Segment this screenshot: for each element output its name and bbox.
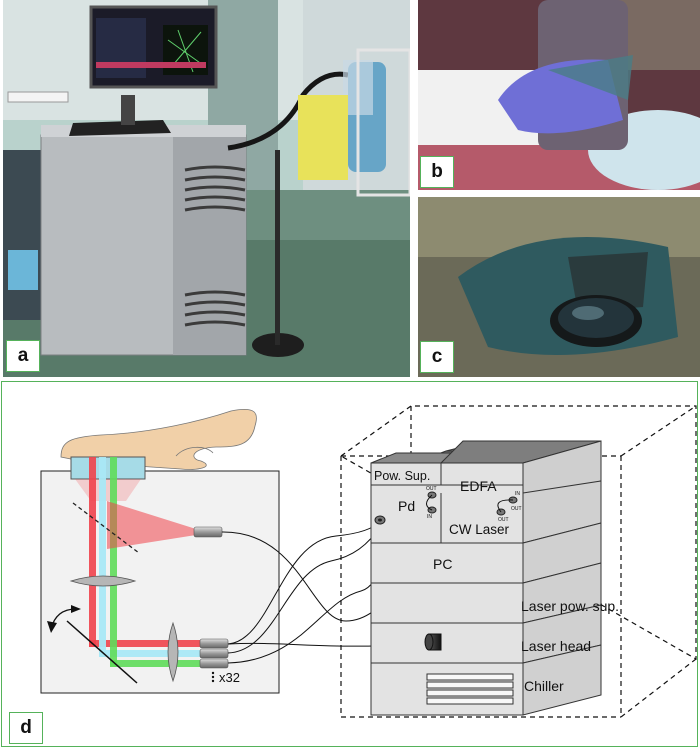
laser-loop-cable — [497, 499, 514, 513]
fiber-connectors — [199, 638, 229, 669]
port-label-out-3: OUT — [498, 517, 509, 523]
panel-label-c: c — [420, 341, 454, 373]
photo-c-illustration — [418, 197, 700, 377]
module-label-cw-laser: CW Laser — [449, 522, 510, 537]
module-label-pc: PC — [433, 556, 452, 572]
photoacoustic-light-fan — [107, 501, 196, 549]
cyan-beam — [99, 457, 201, 657]
port-label-out-2: OUT — [511, 506, 522, 512]
module-label-chiller: Chiller — [524, 678, 564, 694]
schematic-panel: x32 — [1, 381, 698, 747]
red-beam — [89, 457, 201, 647]
panel-label-d: d — [9, 712, 43, 744]
photo-b-illustration — [418, 0, 700, 190]
panel-label-b: b — [420, 156, 454, 188]
module-label-power-supply: Pow. Sup. — [374, 469, 430, 483]
green-beam — [110, 457, 201, 667]
detector-fiber-connector — [193, 526, 223, 538]
fiber-count-label: x32 — [219, 670, 240, 685]
module-label-laser-power-supply: Laser pow. sup. — [521, 598, 619, 614]
port-label-out-1: OUT — [426, 486, 437, 492]
scanning-mirror — [66, 620, 138, 684]
module-label-edfa: EDFA — [460, 478, 497, 494]
photo-probe-in-hand: b — [418, 0, 700, 190]
finger-icon — [60, 409, 257, 470]
coupling-lens — [167, 621, 179, 683]
schematic-diagram: x32 — [40, 405, 697, 718]
photo-probe-closeup: c — [418, 197, 700, 377]
objective-lens — [69, 575, 137, 587]
port-label-in-2: IN — [515, 491, 520, 497]
module-label-laser-head: Laser head — [521, 638, 591, 654]
photo-a-illustration — [3, 0, 410, 377]
probe-window — [70, 456, 146, 480]
fiber-stack-dots — [211, 671, 215, 683]
photodiode-loop-cable — [426, 494, 433, 511]
port-label-in-1: IN — [427, 514, 432, 520]
photo-system-setup: a — [3, 0, 410, 377]
module-label-photodiode: Pd — [398, 498, 415, 514]
instrument-cabinet — [339, 405, 697, 718]
panel-label-a: a — [6, 340, 40, 372]
